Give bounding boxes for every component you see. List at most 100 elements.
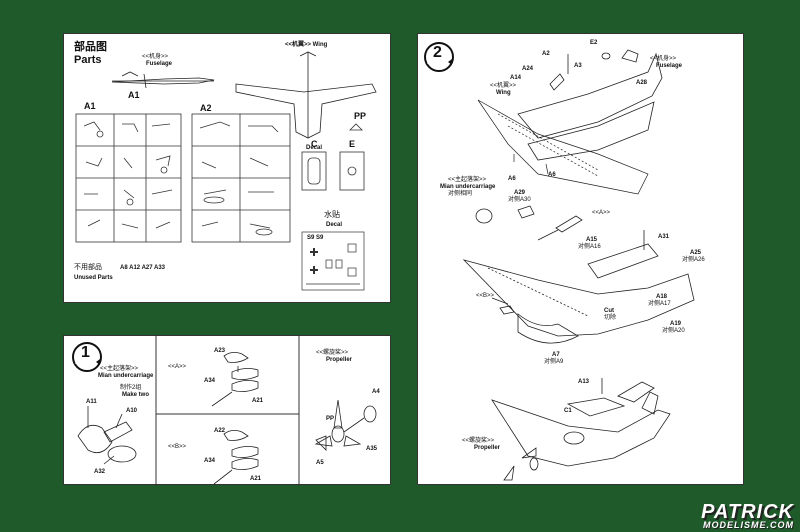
wing-assembly-drawing — [477, 99, 649, 195]
part-label-c1: C1 — [564, 408, 572, 414]
sprue-c-sublabel: Decal — [306, 145, 323, 151]
sprue-a2-drawing — [191, 113, 291, 243]
sprue-a1-drawing — [75, 113, 182, 243]
part-label-a6-left: A6 — [508, 176, 516, 182]
wing-label: <<机翼>> Wing — [285, 42, 328, 48]
sprue-pp-label: PP — [354, 111, 367, 121]
watermark-line2: MODELISME.COM — [703, 520, 794, 530]
detail-b-drawing — [213, 430, 259, 485]
part-label-e2: E2 — [590, 40, 598, 46]
part-label-a17-opposite: 对侧A17 — [648, 301, 671, 307]
detail-a-label: <<A>> — [168, 364, 187, 370]
step1-number: 1 — [81, 344, 90, 361]
unused-parts-cn: 不用部品 — [74, 264, 102, 271]
part-label-a3: A3 — [574, 63, 582, 69]
propeller-label-cn: <<螺旋桨>> — [316, 350, 349, 356]
part-label-a28: A28 — [636, 80, 648, 86]
step1-word: STEP — [75, 360, 89, 366]
fuselage-step2-en: Fuselage — [656, 63, 683, 69]
sprue-c-label: C — [311, 139, 318, 149]
step1-drawings — [77, 336, 377, 486]
part-label-a13: A13 — [578, 379, 590, 385]
part-label-a21-top: A21 — [252, 398, 264, 404]
step1-panel: 1 STEP <<主起落架>> Mian undercarriage 制作2组 … — [63, 335, 391, 486]
part-label-a7: A7 — [552, 352, 560, 358]
airframe-bottom-drawing — [491, 378, 671, 481]
parts-title-en: Parts — [74, 54, 102, 66]
wing-part-drawing — [235, 51, 377, 139]
sprue-a2-label: A2 — [200, 103, 212, 113]
sprue-pp-drawing — [349, 123, 363, 131]
part-label-a31: A31 — [658, 234, 670, 240]
parts-panel: 部品图 Parts <<机身>> Fuselage <<机翼>> Wing A1… — [63, 33, 391, 303]
undercarriage-drawing — [77, 406, 137, 465]
part-label-a2: A2 — [542, 51, 550, 57]
fuselage-assembly-drawing — [517, 49, 663, 161]
wing-step2-en: Wing — [496, 90, 511, 96]
part-label-a34-bottom: A34 — [204, 458, 216, 464]
propeller-label-en: Propeller — [326, 357, 353, 363]
step2-badge: 2 STEP — [424, 42, 454, 72]
step1-make-two-en: Make two — [122, 392, 150, 398]
step1-uc-en: Mian undercarriage — [98, 373, 154, 379]
part-label-a29: A29 — [514, 190, 526, 196]
part-label-a11: A11 — [86, 399, 97, 405]
part-label-a24: A24 — [522, 66, 534, 72]
propeller-step2-en: Propeller — [474, 445, 501, 451]
fuselage-label-en: Fuselage — [146, 61, 173, 67]
uc-step2-opposite: 对侧相同 — [448, 191, 473, 197]
part-label-a34-top: A34 — [204, 378, 216, 384]
sprue-a1-label: A1 — [84, 101, 96, 111]
decal-label-cn: 水贴 — [324, 210, 340, 219]
step1-badge: 1 STEP — [72, 342, 102, 372]
sprue-a1-top-label: A1 — [128, 90, 140, 100]
sprue-c-drawing — [301, 151, 327, 191]
cut-label-cn: 切除 — [604, 315, 617, 321]
detail-a-part-drawing — [537, 215, 583, 241]
part-label-a10: A10 — [126, 408, 138, 414]
part-label-a16-opposite: 对侧A16 — [578, 244, 601, 250]
part-label-a18: A18 — [656, 294, 668, 300]
part-label-a32: A32 — [94, 469, 106, 475]
sprue-e-drawing — [339, 151, 365, 191]
part-label-a20-opposite: 对侧A20 — [662, 328, 685, 334]
part-label-a35: A35 — [366, 446, 378, 452]
cut-label-en: Cut — [604, 308, 614, 314]
step1-uc-cn: <<主起落架>> — [100, 366, 139, 372]
part-label-a21-bottom: A21 — [250, 476, 262, 482]
fuselage-step2-cn: <<机身>> — [650, 56, 677, 62]
part-label-a30-opposite: 对侧A30 — [508, 197, 531, 203]
parts-drawings — [75, 51, 377, 291]
detail-b-step2: <<B>> — [476, 293, 495, 299]
fuselage-label-cn: <<机身>> — [142, 54, 169, 60]
detail-b-label: <<B>> — [168, 444, 187, 450]
part-label-a25: A25 — [690, 250, 702, 256]
fuselage-part-drawing — [111, 71, 215, 89]
uc-step2-cn: <<主起落架>> — [448, 177, 487, 183]
part-label-a6-right: A6 — [548, 172, 556, 178]
step2-number: 2 — [433, 44, 442, 61]
wing-step2-cn: <<机翼>> — [490, 83, 517, 89]
part-label-a9-opposite: 对侧A9 — [544, 359, 564, 365]
parts-title-cn: 部品图 — [74, 41, 107, 53]
step1-make-two-cn: 制作2组 — [120, 385, 142, 391]
sprue-e-label: E — [349, 139, 356, 149]
airframe-middle-drawing — [462, 230, 695, 344]
part-label-a19: A19 — [670, 321, 682, 327]
watermark-logo: PATRICK MODELISME.COM — [701, 501, 794, 530]
decal-codes: S9 S9 — [307, 235, 324, 241]
step2-word: STEP — [427, 60, 441, 66]
part-label-a14: A14 — [510, 75, 522, 81]
detail-a-step2: <<A>> — [592, 210, 611, 216]
undercarriage-parts-drawing — [475, 205, 535, 224]
decal-sheet-drawing — [301, 231, 365, 291]
step2-drawings — [462, 49, 695, 481]
step2-panel: 2 STEP A2 E2 A24 A3 A14 <<机身>> Fuselage … — [417, 33, 744, 485]
decal-label-en: Decal — [326, 222, 343, 228]
part-label-a22: A22 — [214, 428, 226, 434]
part-label-a5: A5 — [316, 460, 324, 466]
propeller-drawing — [314, 399, 377, 451]
detail-a-drawing — [211, 352, 259, 407]
unused-parts-list: A8 A12 A27 A33 — [120, 265, 166, 271]
watermark-line1: PATRICK — [701, 501, 794, 523]
